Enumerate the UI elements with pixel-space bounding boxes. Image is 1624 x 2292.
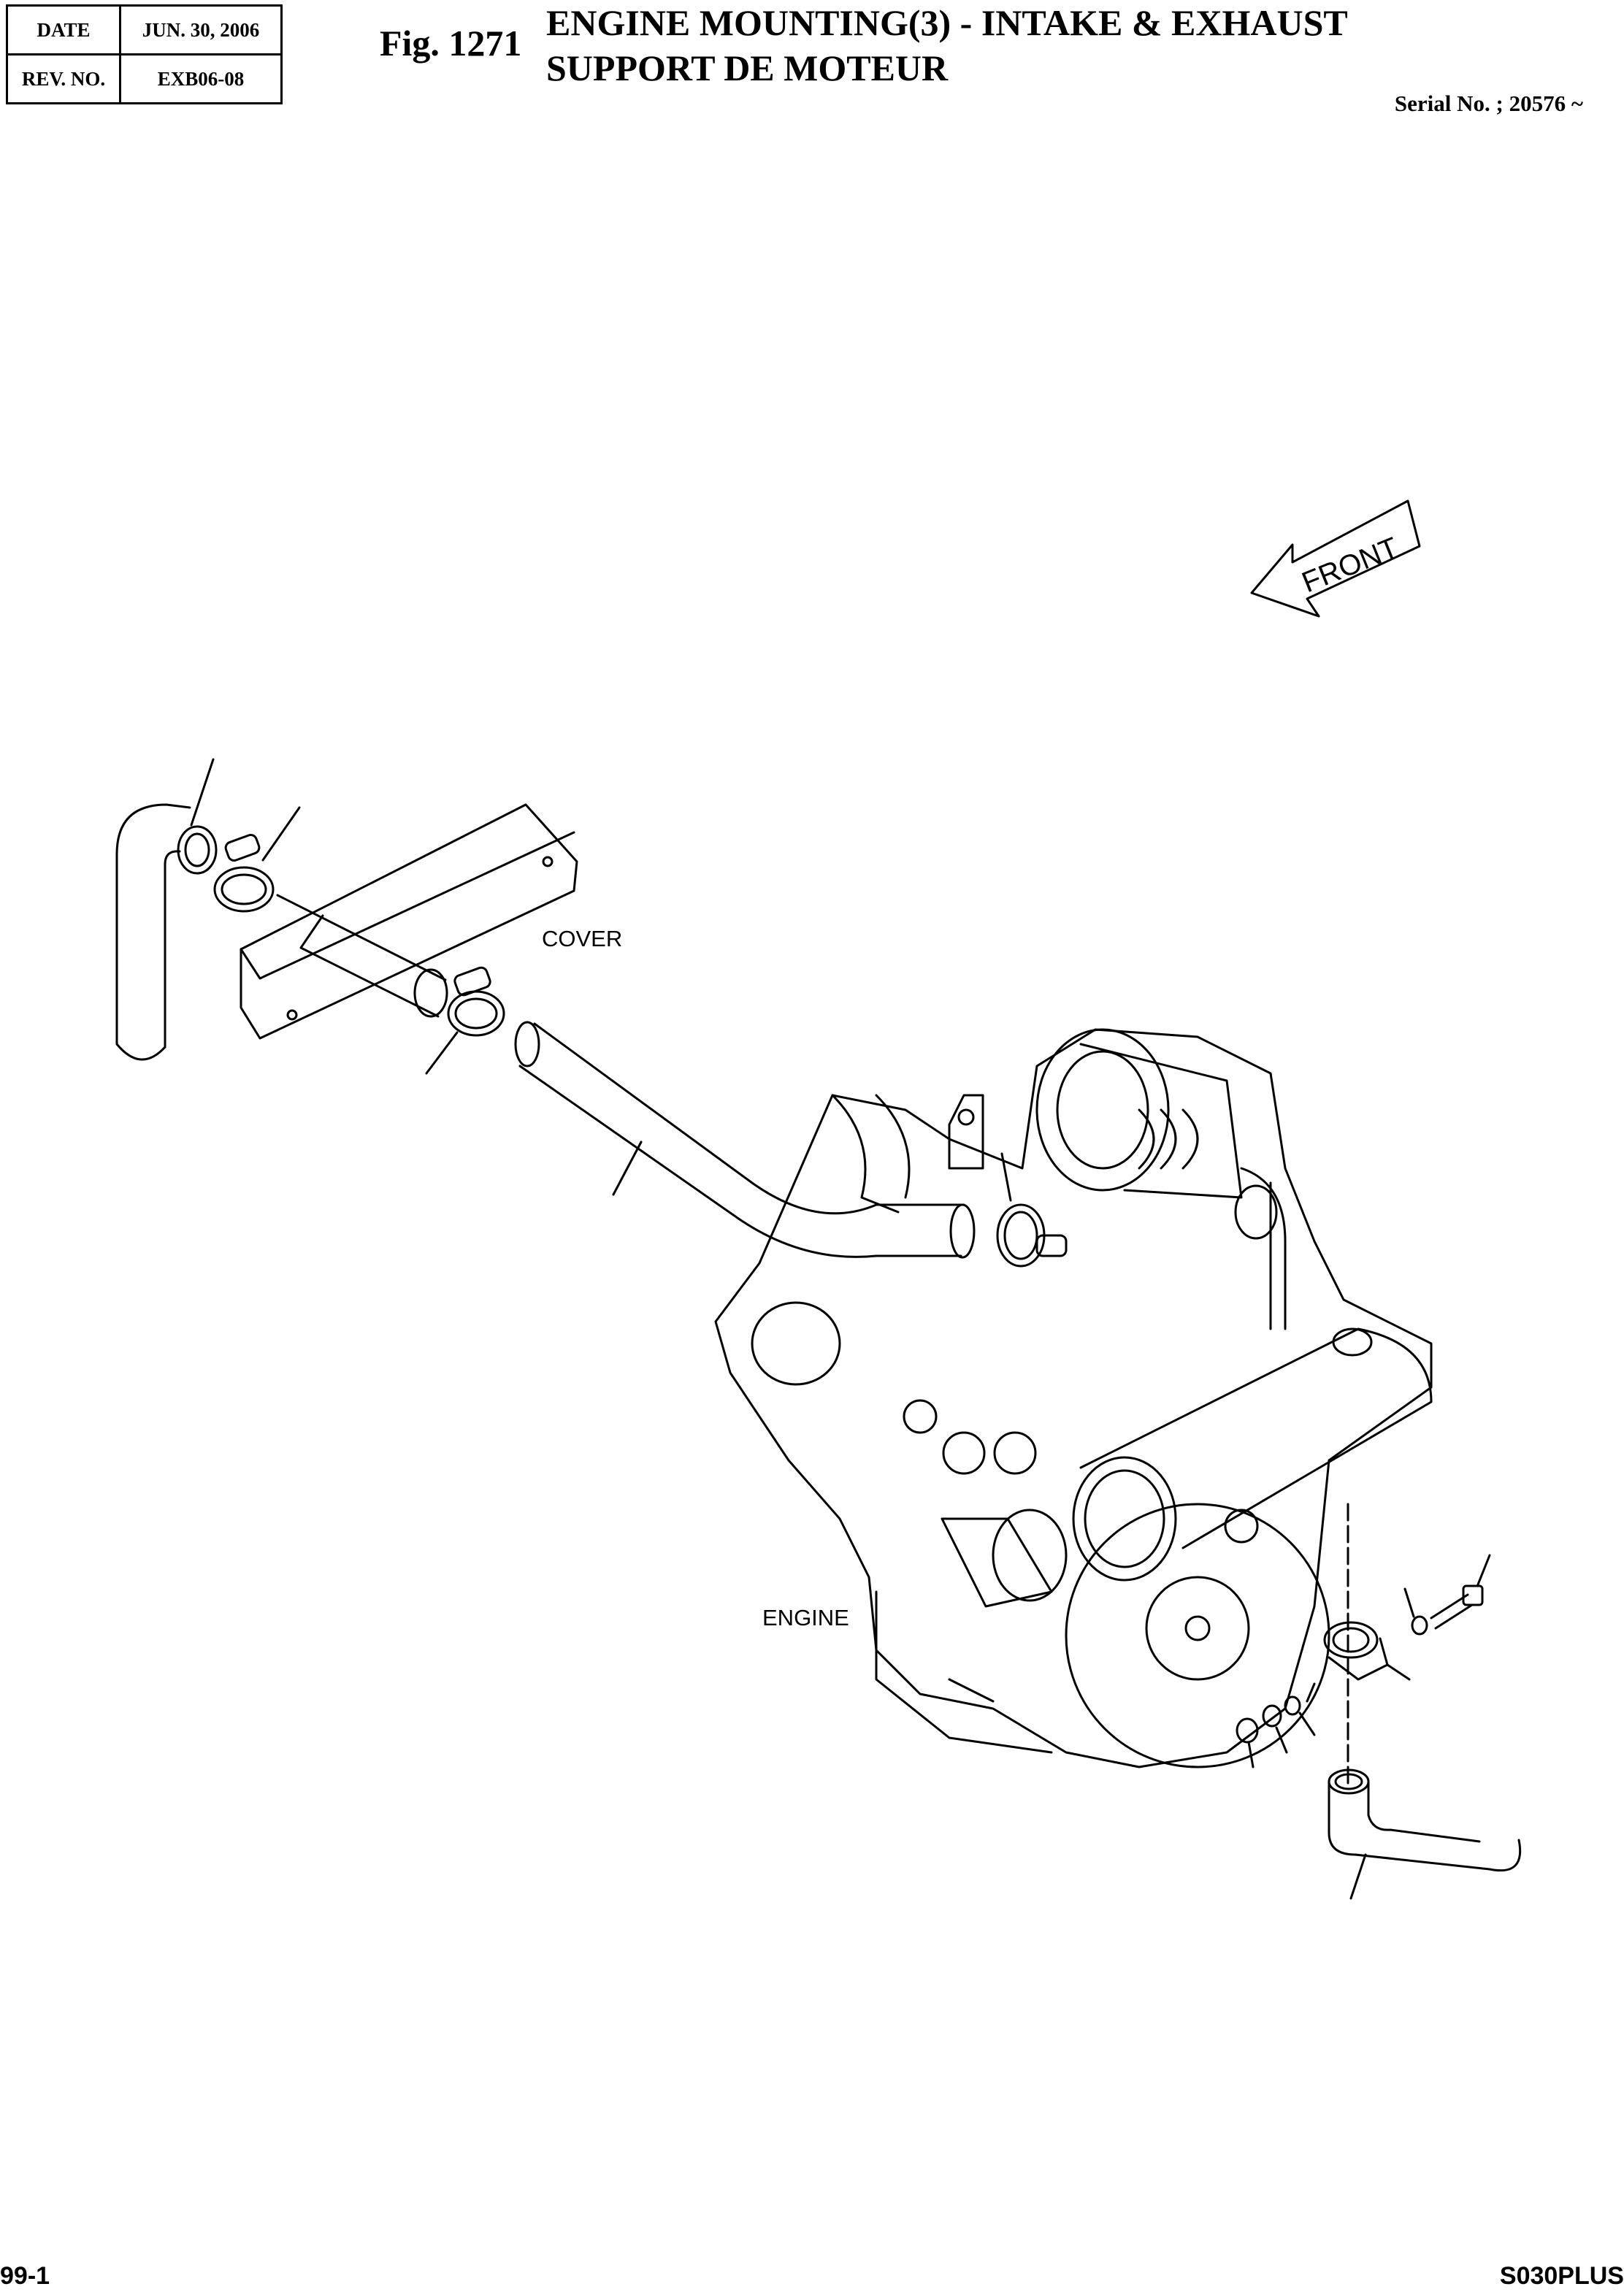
hose-clamp-upper <box>215 808 299 911</box>
cover-bracket <box>241 805 577 1038</box>
intake-hose-long <box>516 1022 974 1257</box>
intake-pipe-vertical <box>117 759 216 1059</box>
engine-block <box>716 1030 1431 1767</box>
serial-number: Serial No. ; 20576 ~ <box>1394 91 1583 116</box>
rev-label: REV. NO. <box>6 53 121 104</box>
revision-table: DATE JUN. 30, 2006 REV. NO. EXB06-08 <box>6 4 283 104</box>
intake-pipe-short <box>277 895 447 1016</box>
figure-title: ENGINE MOUNTING(3) - INTAKE & EXHAUST <box>546 2 1348 43</box>
figure-number: Fig. 1271 <box>380 23 522 64</box>
exhaust-assembly <box>1237 1504 1520 1898</box>
cover-label: COVER <box>542 926 623 951</box>
rev-value: EXB06-08 <box>119 53 283 104</box>
model-name: S030PLUS <box>1499 2262 1624 2290</box>
date-value: JUN. 30, 2006 <box>119 4 283 55</box>
page-number: 99-1 <box>0 2262 50 2290</box>
date-label: DATE <box>6 4 121 55</box>
hose-clamp-engine <box>997 1154 1066 1266</box>
front-arrow: FRONT <box>1252 501 1420 616</box>
figure-subtitle: SUPPORT DE MOTEUR <box>546 47 949 88</box>
engine-label: ENGINE <box>762 1605 849 1630</box>
hose-clamp-lower <box>426 966 504 1073</box>
